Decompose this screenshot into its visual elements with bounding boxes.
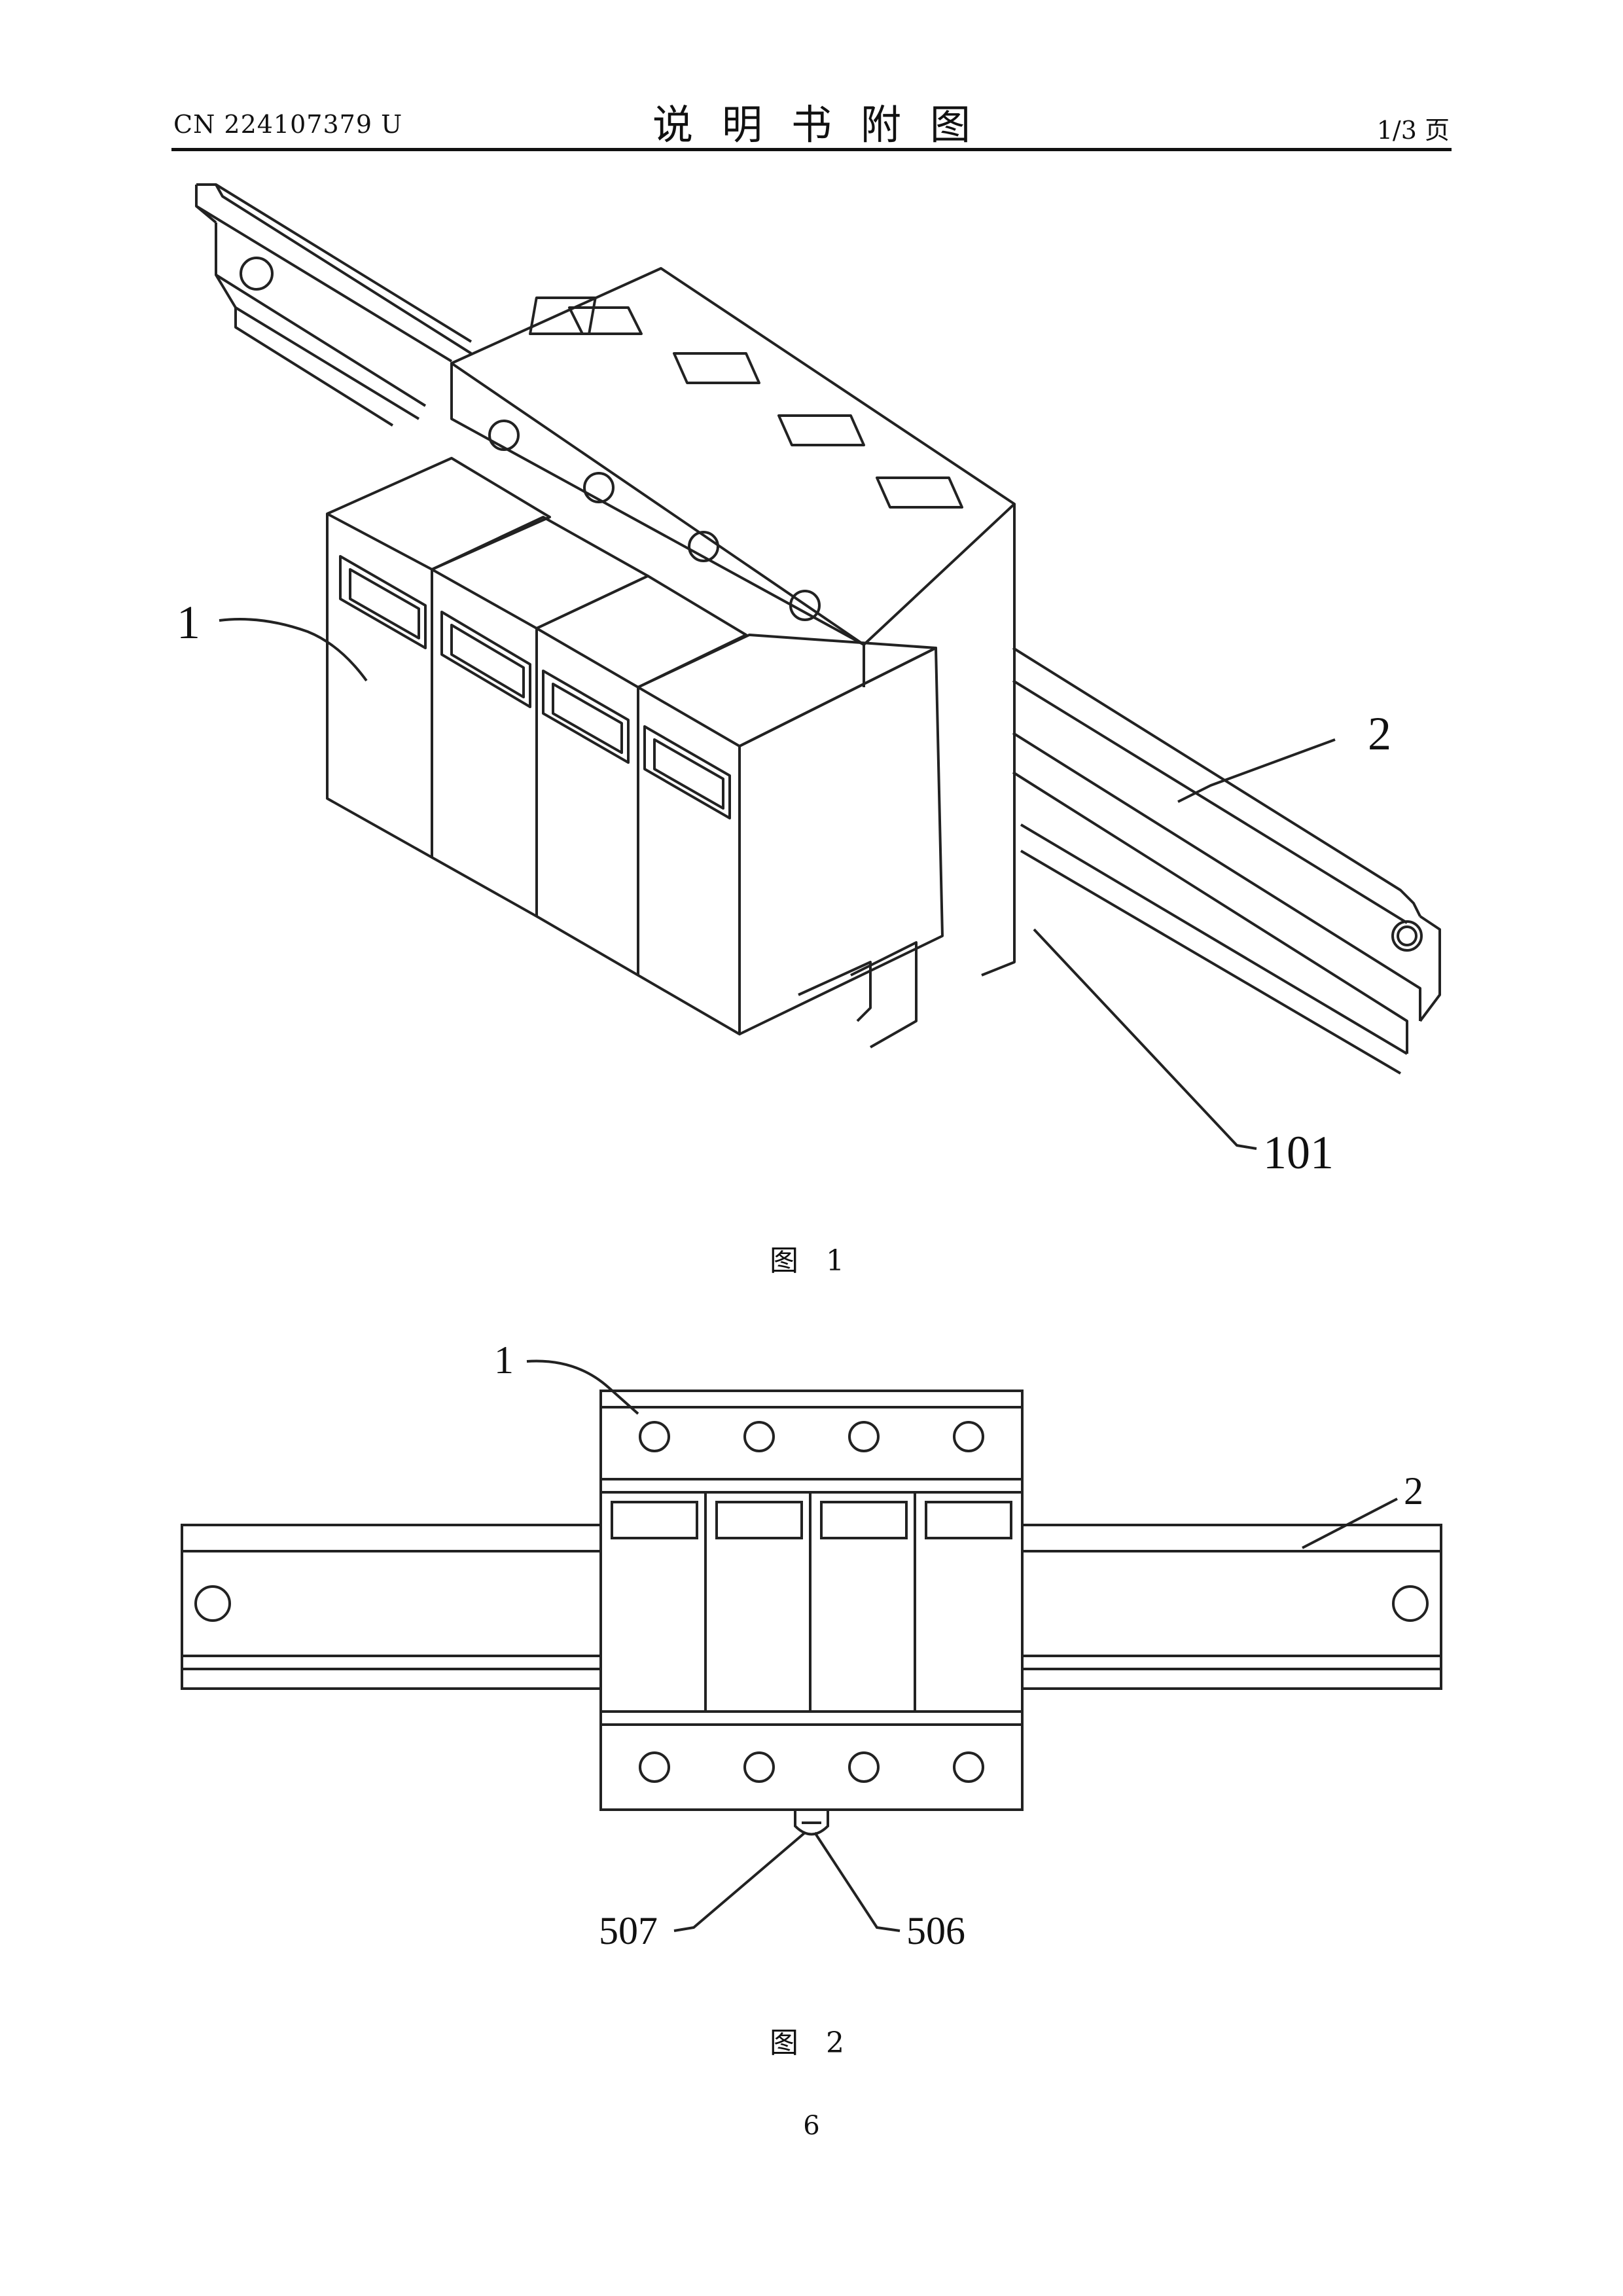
figure-2-spd-modules [601, 1391, 1022, 1835]
figure-2-label-506: 506 [906, 1909, 965, 1952]
figure-2-leader-507 [674, 1833, 805, 1931]
figure-2-label-module: 1 [494, 1338, 514, 1382]
figure-2-label-507: 507 [599, 1909, 658, 1952]
figure-2-caption: 图 2 [0, 2019, 1623, 2061]
figure-2-leader-rail [1302, 1499, 1397, 1548]
figure-2-leader-506 [815, 1833, 900, 1931]
figure-2-label-rail: 2 [1404, 1469, 1423, 1513]
page-number: 6 [0, 2111, 1623, 2141]
figure-2-leader-module [527, 1361, 638, 1414]
